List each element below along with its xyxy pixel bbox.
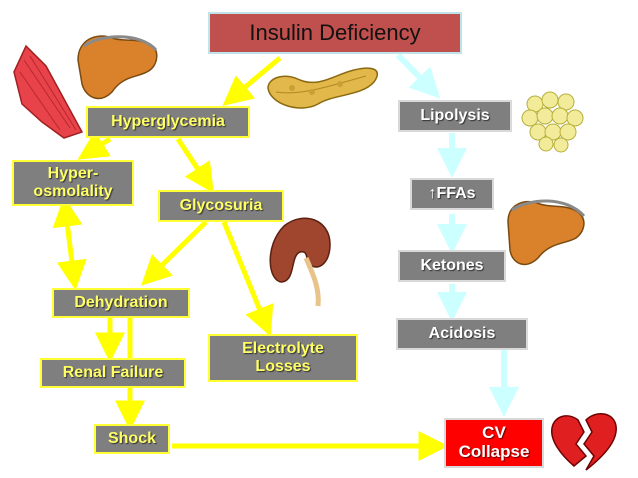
dehydration-node: Dehydration [52,288,190,318]
pancreas-icon [267,67,379,109]
hyperosmolality-node: Hyper- osmolality [12,160,134,206]
liver-icon [507,199,586,266]
arrow-hyperosmolality-dehydration [52,196,87,291]
arrow-glycosuria-to-dehydration [141,220,208,286]
arrow-hyperglycemia-to-hyperosmolality [77,130,112,160]
liver-icon [77,35,158,100]
renal-failure-node: Renal Failure [40,358,186,388]
up-arrow-icon: ↑ [428,185,437,203]
hyperglycemia-node: Hyperglycemia [86,106,250,138]
arrow-glycosuria-to-electrolyte [221,221,274,337]
broken-heart-icon [551,413,617,471]
kidney-icon [269,217,331,307]
fat-cells-icon [521,91,584,153]
ketones-node: Ketones [398,250,506,282]
acidosis-node: Acidosis [396,318,528,350]
ffas-label: FFAs [436,185,476,203]
arrow-insulin-to-lipolysis [395,52,441,99]
muscle-icon [13,44,84,139]
shock-node: Shock [94,424,170,454]
cv-collapse-node: CV Collapse [444,418,544,468]
glycosuria-node: Glycosuria [158,190,284,222]
lipolysis-node: Lipolysis [398,100,512,132]
arrow-hyperglycemia-to-glycosuria [175,137,214,194]
arrow-insulin-to-hyperglycemia [222,56,282,107]
insulin-deficiency-title: Insulin Deficiency [208,12,462,54]
electrolyte-losses-node: Electrolyte Losses [208,334,358,382]
ffas-node: ↑FFAs [410,178,494,210]
